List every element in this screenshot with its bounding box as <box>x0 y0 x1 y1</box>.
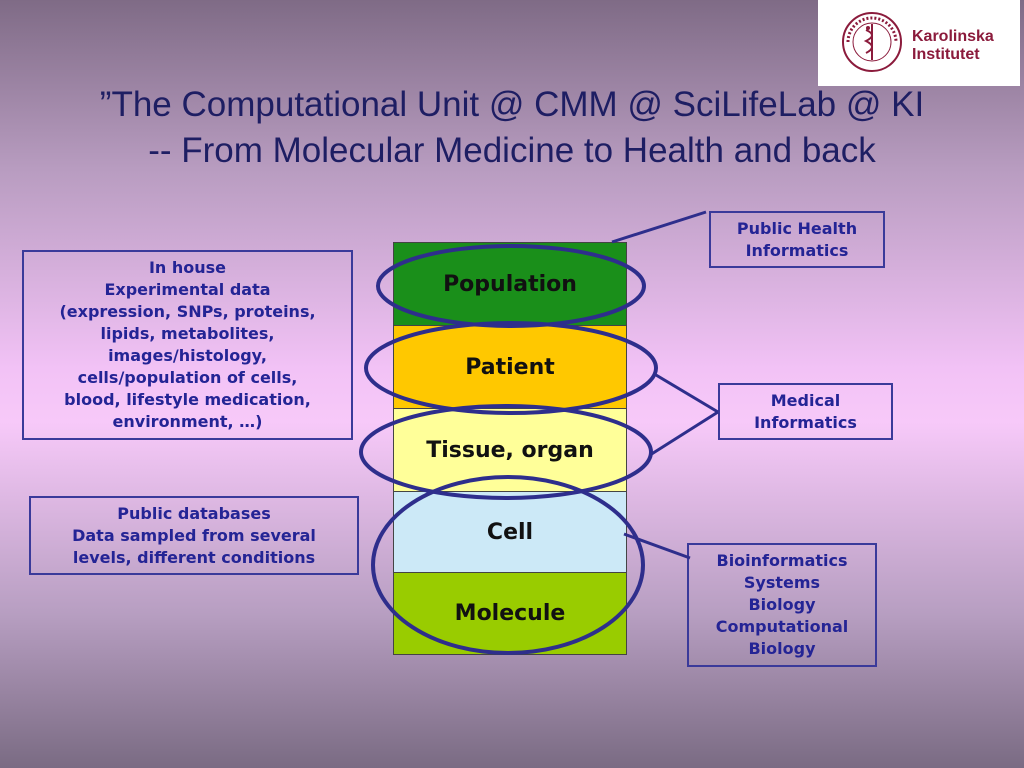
medical-informatics-box: Medical Informatics <box>718 383 893 440</box>
level-molecule: Molecule <box>393 572 627 655</box>
bio-line: Biology <box>748 595 816 614</box>
in-house-line: environment, …) <box>112 412 263 431</box>
bioinformatics-box: Bioinformatics Systems Biology Computati… <box>687 543 877 667</box>
public-db-line: levels, different conditions <box>72 547 316 567</box>
population-ellipse <box>376 244 646 328</box>
public-health-line: Informatics <box>745 240 849 260</box>
public-health-line: Public Health <box>736 218 858 238</box>
patient-ellipse <box>364 321 658 415</box>
in-house-data-box: In house Experimental data (expression, … <box>22 250 353 440</box>
bio-line: Computational <box>715 617 849 636</box>
title-line-2: -- From Molecular Medicine to Health and… <box>148 131 876 170</box>
in-house-line: images/histology, <box>108 346 267 365</box>
connector-tissue-medical <box>649 410 719 457</box>
level-population: Population <box>393 242 627 326</box>
connector-cell-bio <box>623 532 691 560</box>
level-patient: Patient <box>393 325 627 409</box>
in-house-line: In house <box>148 258 227 277</box>
public-db-line: Public databases <box>117 503 271 523</box>
level-patient-label: Patient <box>465 354 555 380</box>
bio-line: Biology <box>748 639 816 658</box>
bio-line: Systems <box>743 573 821 592</box>
karolinska-seal-icon <box>842 12 902 72</box>
level-population-label: Population <box>443 271 577 297</box>
karolinska-logo: Karolinska Institutet <box>818 0 1020 86</box>
level-cell-label: Cell <box>486 520 534 545</box>
level-cell: Cell <box>393 491 627 573</box>
logo-wordmark: Karolinska Institutet <box>912 28 994 64</box>
medical-line: Informatics <box>754 412 857 432</box>
title-line-1: ”The Computational Unit @ CMM @ SciLifeL… <box>99 85 925 124</box>
connector-patient-medical <box>655 373 719 414</box>
connector-public-health <box>611 210 707 244</box>
in-house-line: lipids, metabolites, <box>100 324 275 343</box>
logo-line-1: Karolinska <box>912 28 994 45</box>
level-molecule-label: Molecule <box>454 601 566 626</box>
public-databases-box: Public databases Data sampled from sever… <box>29 496 359 575</box>
in-house-line: Experimental data <box>104 280 271 299</box>
public-health-informatics-box: Public Health Informatics <box>709 211 885 268</box>
in-house-line: blood, lifestyle medication, <box>64 390 311 409</box>
public-db-line: Data sampled from several <box>72 525 316 545</box>
slide-title: ”The Computational Unit @ CMM @ SciLifeL… <box>20 82 1004 174</box>
logo-line-2: Institutet <box>912 46 980 63</box>
tissue-ellipse <box>359 404 653 500</box>
medical-line: Medical <box>770 390 841 410</box>
bio-line: Bioinformatics <box>716 551 848 570</box>
in-house-line: (expression, SNPs, proteins, <box>59 302 316 321</box>
level-tissue-organ-label: Tissue, organ <box>426 437 594 463</box>
cell-molecule-ellipse <box>371 475 645 655</box>
in-house-line: cells/population of cells, <box>77 368 298 387</box>
